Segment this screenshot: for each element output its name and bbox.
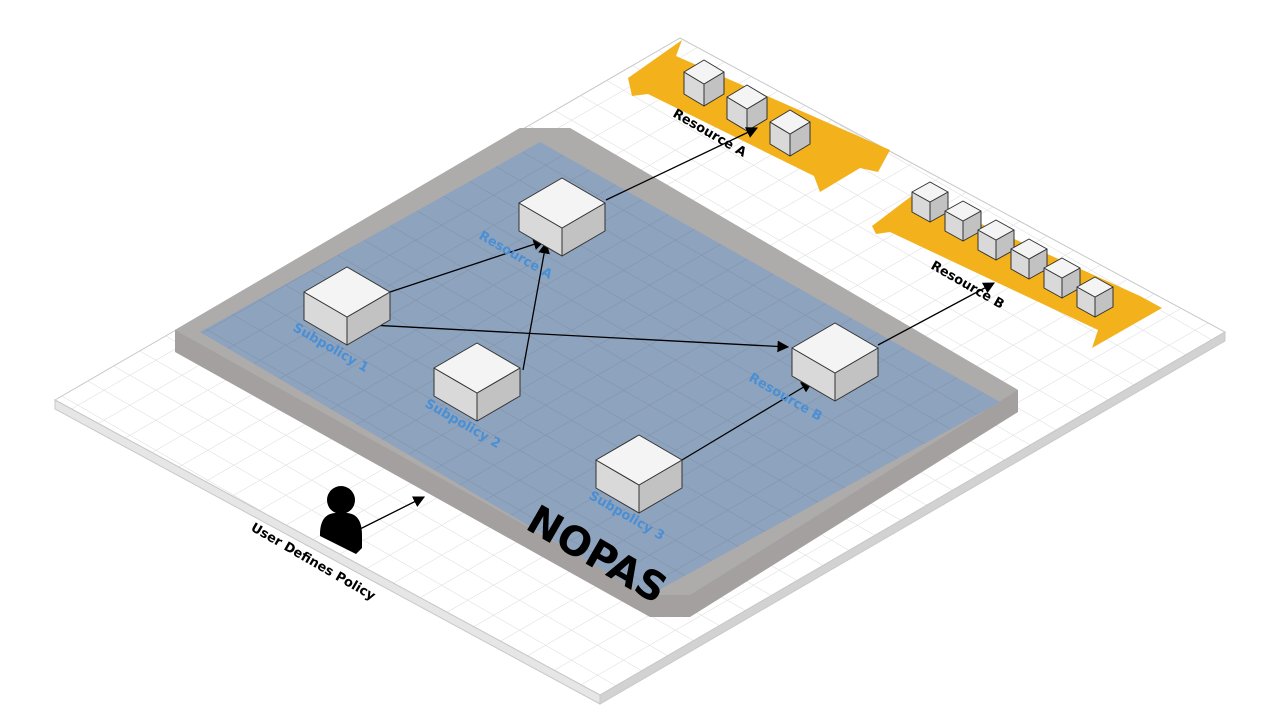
edge-resource-b-to-pool [877, 282, 996, 346]
edge-subpolicy3-to-resource-b [681, 381, 814, 461]
cube-icon-subpolicy-1 [303, 266, 391, 346]
edge-subpolicy2-to-resource-a [522, 241, 550, 371]
resource-b-pool-cubes [911, 181, 1114, 318]
cube-icon-pool-b-3 [977, 219, 1015, 261]
cube-icon-pool-b-6 [1076, 276, 1114, 318]
cube-icon-resource-a [518, 177, 606, 257]
cube-icon-pool-b-5 [1043, 257, 1081, 299]
cube-icon-subpolicy-3 [595, 434, 683, 514]
cube-icon-pool-a-3 [769, 109, 811, 157]
resource-a-pool-cubes [683, 59, 811, 157]
person-icon [320, 486, 362, 554]
cube-icon-pool-a-2 [726, 84, 768, 132]
cube-icon-pool-b-2 [944, 200, 982, 242]
edge-subpolicy1-to-resource-a [389, 238, 546, 293]
cube-icon-pool-a-1 [683, 59, 725, 107]
policy-nodes [303, 177, 879, 514]
edge-user-to-nopas [355, 496, 426, 532]
edge-subpolicy1-to-resource-b [369, 324, 790, 353]
cube-icon-pool-b-4 [1010, 238, 1048, 280]
cube-icon-resource-b [791, 322, 879, 402]
cube-icon-subpolicy-2 [433, 342, 521, 422]
connections [355, 127, 996, 532]
nopas-platform [175, 128, 1018, 617]
edge-resource-a-to-pool [605, 127, 759, 201]
